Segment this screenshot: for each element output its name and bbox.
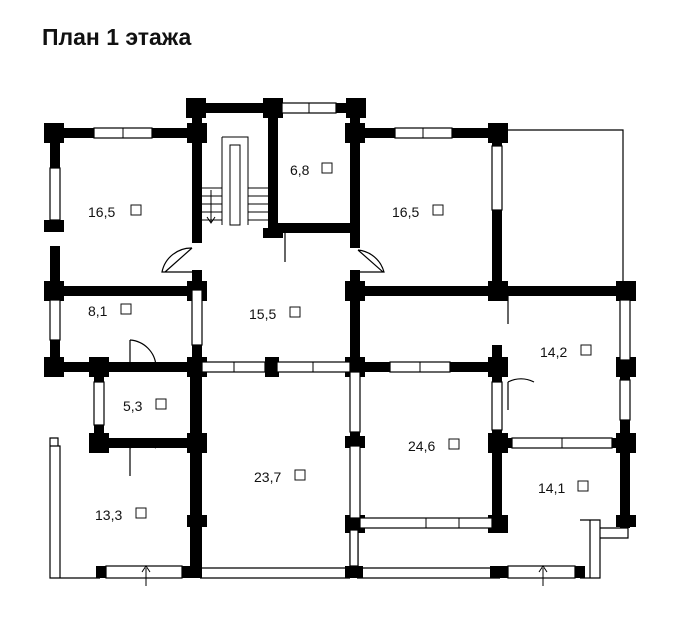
sqm-icon	[120, 303, 132, 315]
window	[349, 371, 361, 433]
window	[49, 167, 61, 221]
windows	[49, 102, 631, 579]
window	[491, 381, 503, 431]
staircase	[200, 136, 272, 226]
sqm-icon	[130, 204, 142, 216]
sqm-icon	[135, 507, 147, 519]
room-area-r1: 16,5	[88, 204, 115, 220]
plan-title: План 1 этажа	[42, 24, 192, 50]
room-area-r11: 13,3	[95, 507, 122, 523]
window	[49, 299, 61, 341]
sqm-icon	[577, 480, 589, 492]
window-mullions	[122, 103, 563, 528]
window	[619, 299, 631, 361]
window	[491, 145, 503, 211]
room-area-r10: 14,1	[538, 480, 565, 496]
room-area-r3: 16,5	[392, 204, 419, 220]
thin-outlines	[49, 129, 629, 579]
porch-left-outline	[49, 437, 100, 579]
window	[191, 289, 203, 346]
sqm-icon	[294, 469, 306, 481]
room-area-r5: 15,5	[249, 306, 276, 322]
room-area-r4: 8,1	[88, 303, 108, 319]
sqm-icon	[448, 438, 460, 450]
room-labels: 16,5 6,8 16,5 8,1 15,5 14,2 5,3 23,7 24,…	[88, 162, 592, 523]
room-area-r7: 5,3	[123, 398, 143, 414]
room-area-r6: 14,2	[540, 344, 567, 360]
window	[349, 529, 359, 567]
facade-thin-right	[357, 567, 500, 579]
sqm-icon	[580, 344, 592, 356]
room-area-r2: 6,8	[290, 162, 310, 178]
entrance-arrows	[141, 565, 548, 586]
terrace-outline	[500, 129, 624, 290]
sqm-icon	[321, 162, 333, 174]
room-area-r9: 24,6	[408, 438, 435, 454]
walls	[44, 98, 636, 578]
window	[619, 379, 631, 421]
window	[93, 381, 105, 426]
window	[105, 565, 183, 579]
room-area-r8: 23,7	[254, 469, 281, 485]
sqm-icon	[289, 306, 301, 318]
facade-thin-left	[200, 567, 350, 579]
sqm-icon	[155, 398, 167, 410]
window	[349, 445, 361, 519]
window	[507, 565, 576, 579]
porch-right-outline	[580, 519, 629, 579]
sqm-icon	[432, 204, 444, 216]
